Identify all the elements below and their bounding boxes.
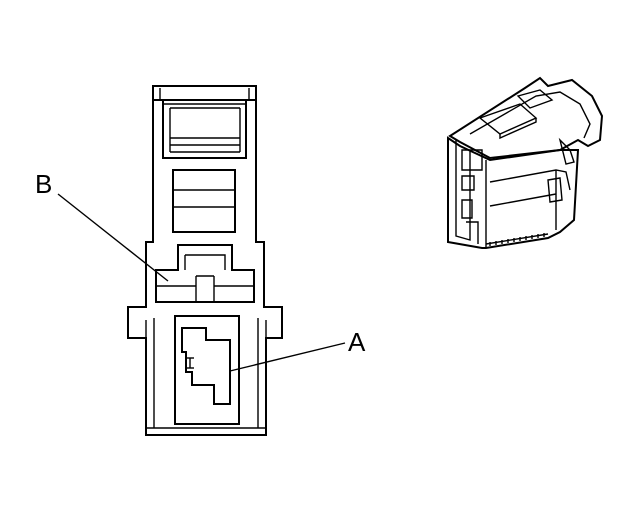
callout-b-leader: [57, 193, 169, 282]
connector-body-outline: [127, 85, 283, 436]
locking-latch: [152, 85, 257, 159]
callout-b: B: [35, 169, 169, 282]
connector-isometric-view: [447, 76, 604, 249]
iso-top-surface: [448, 76, 604, 160]
terminal-cavity: [174, 315, 240, 425]
callout-a-label: A: [348, 327, 366, 357]
iso-front-face: [447, 136, 580, 249]
callout-b-label: B: [35, 169, 52, 199]
callout-a: A: [229, 327, 366, 372]
callout-a-leader: [229, 342, 346, 372]
middle-slot: [172, 169, 236, 233]
connector-front-view: [127, 85, 283, 436]
terminal-position-assurance: [155, 244, 255, 303]
